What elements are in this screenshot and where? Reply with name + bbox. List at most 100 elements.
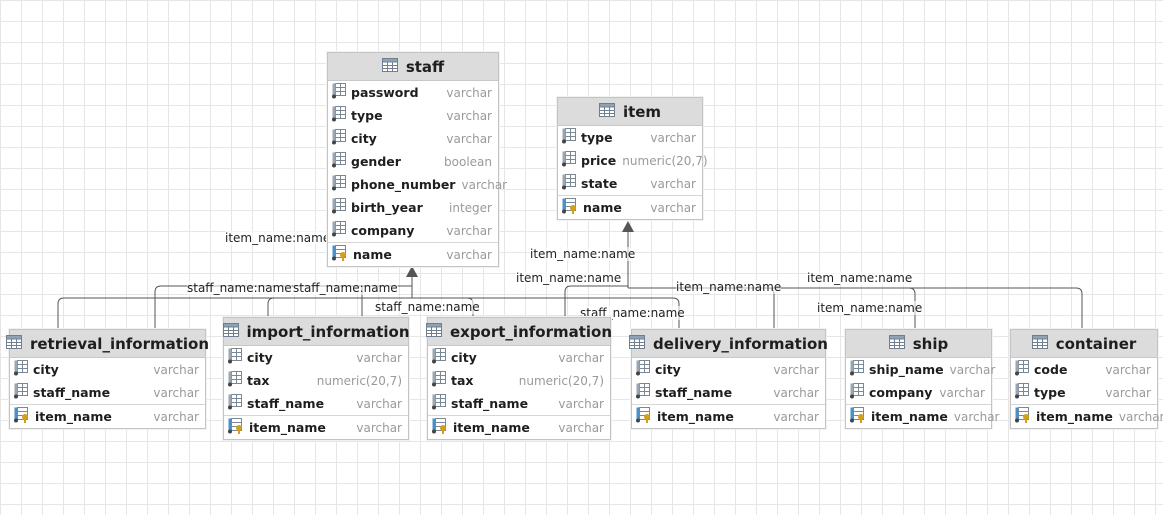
relation-label: item_name:name bbox=[225, 231, 331, 245]
column-icon bbox=[636, 382, 650, 403]
column-type: varchar bbox=[446, 223, 492, 238]
column-icon bbox=[432, 370, 446, 391]
column-name: name bbox=[583, 200, 622, 215]
column-row[interactable]: staff_name varchar bbox=[224, 392, 408, 415]
column-type: varchar bbox=[1118, 409, 1163, 424]
key-column-row[interactable]: name varchar bbox=[558, 195, 702, 219]
column-icon bbox=[850, 382, 864, 403]
table-icon bbox=[1031, 334, 1048, 353]
table-icon bbox=[222, 322, 239, 341]
column-type: numeric(20,7) bbox=[518, 373, 604, 388]
column-name: gender bbox=[351, 154, 401, 169]
table-header[interactable]: export_information bbox=[425, 318, 613, 346]
table-title: container bbox=[1055, 334, 1137, 353]
column-row[interactable]: company varchar bbox=[328, 219, 498, 242]
column-type: varchar bbox=[650, 200, 696, 215]
column-type: varchar bbox=[461, 177, 508, 192]
column-type: varchar bbox=[446, 85, 492, 100]
column-type: varchar bbox=[153, 409, 199, 424]
column-name: type bbox=[1034, 385, 1066, 400]
column-type: varchar bbox=[356, 420, 402, 435]
column-name: company bbox=[351, 223, 415, 238]
table-header[interactable]: ship bbox=[846, 330, 991, 358]
key-column-row[interactable]: item_name varchar bbox=[224, 415, 408, 439]
table-header[interactable]: delivery_information bbox=[629, 330, 828, 358]
table-title: delivery_information bbox=[653, 334, 828, 353]
column-name: ship_name bbox=[869, 362, 944, 377]
table-header[interactable]: container bbox=[1011, 330, 1157, 358]
table-header[interactable]: item bbox=[558, 98, 702, 126]
relation-label: item_name:name bbox=[516, 271, 622, 285]
column-type: varchar bbox=[773, 385, 819, 400]
column-type: integer bbox=[449, 200, 492, 215]
column-icon bbox=[432, 393, 446, 414]
key-column-icon bbox=[1015, 406, 1031, 427]
table-title: export_information bbox=[449, 322, 613, 341]
column-icon bbox=[432, 347, 446, 368]
column-type: varchar bbox=[949, 362, 996, 377]
table-header[interactable]: staff bbox=[328, 53, 498, 81]
relation-label: item_name:name bbox=[530, 247, 636, 261]
column-icon bbox=[332, 151, 346, 172]
column-name: item_name bbox=[249, 420, 326, 435]
column-icon bbox=[562, 173, 576, 194]
relation-label: item_name:name bbox=[676, 280, 782, 294]
column-name: price bbox=[581, 153, 617, 168]
table-icon bbox=[381, 57, 398, 76]
column-name: staff_name bbox=[247, 396, 325, 411]
column-type: varchar bbox=[356, 396, 402, 411]
column-type: numeric(20,7) bbox=[316, 373, 402, 388]
column-name: city bbox=[33, 362, 59, 377]
arrowhead-staff bbox=[406, 266, 418, 277]
column-icon bbox=[332, 197, 346, 218]
column-name: code bbox=[1034, 362, 1068, 377]
key-column-icon bbox=[636, 406, 652, 427]
column-row[interactable]: staff_name varchar bbox=[10, 381, 205, 404]
column-icon bbox=[562, 150, 576, 171]
table-header[interactable]: retrieval_information bbox=[5, 330, 209, 358]
column-icon bbox=[1015, 359, 1029, 380]
column-type: varchar bbox=[558, 420, 604, 435]
column-name: item_name bbox=[871, 409, 948, 424]
column-type: varchar bbox=[153, 385, 199, 400]
column-row[interactable]: ship_name varchar bbox=[846, 358, 995, 381]
column-name: staff_name bbox=[33, 385, 111, 400]
table-header[interactable]: import_information bbox=[222, 318, 410, 346]
column-type: varchar bbox=[356, 350, 402, 365]
